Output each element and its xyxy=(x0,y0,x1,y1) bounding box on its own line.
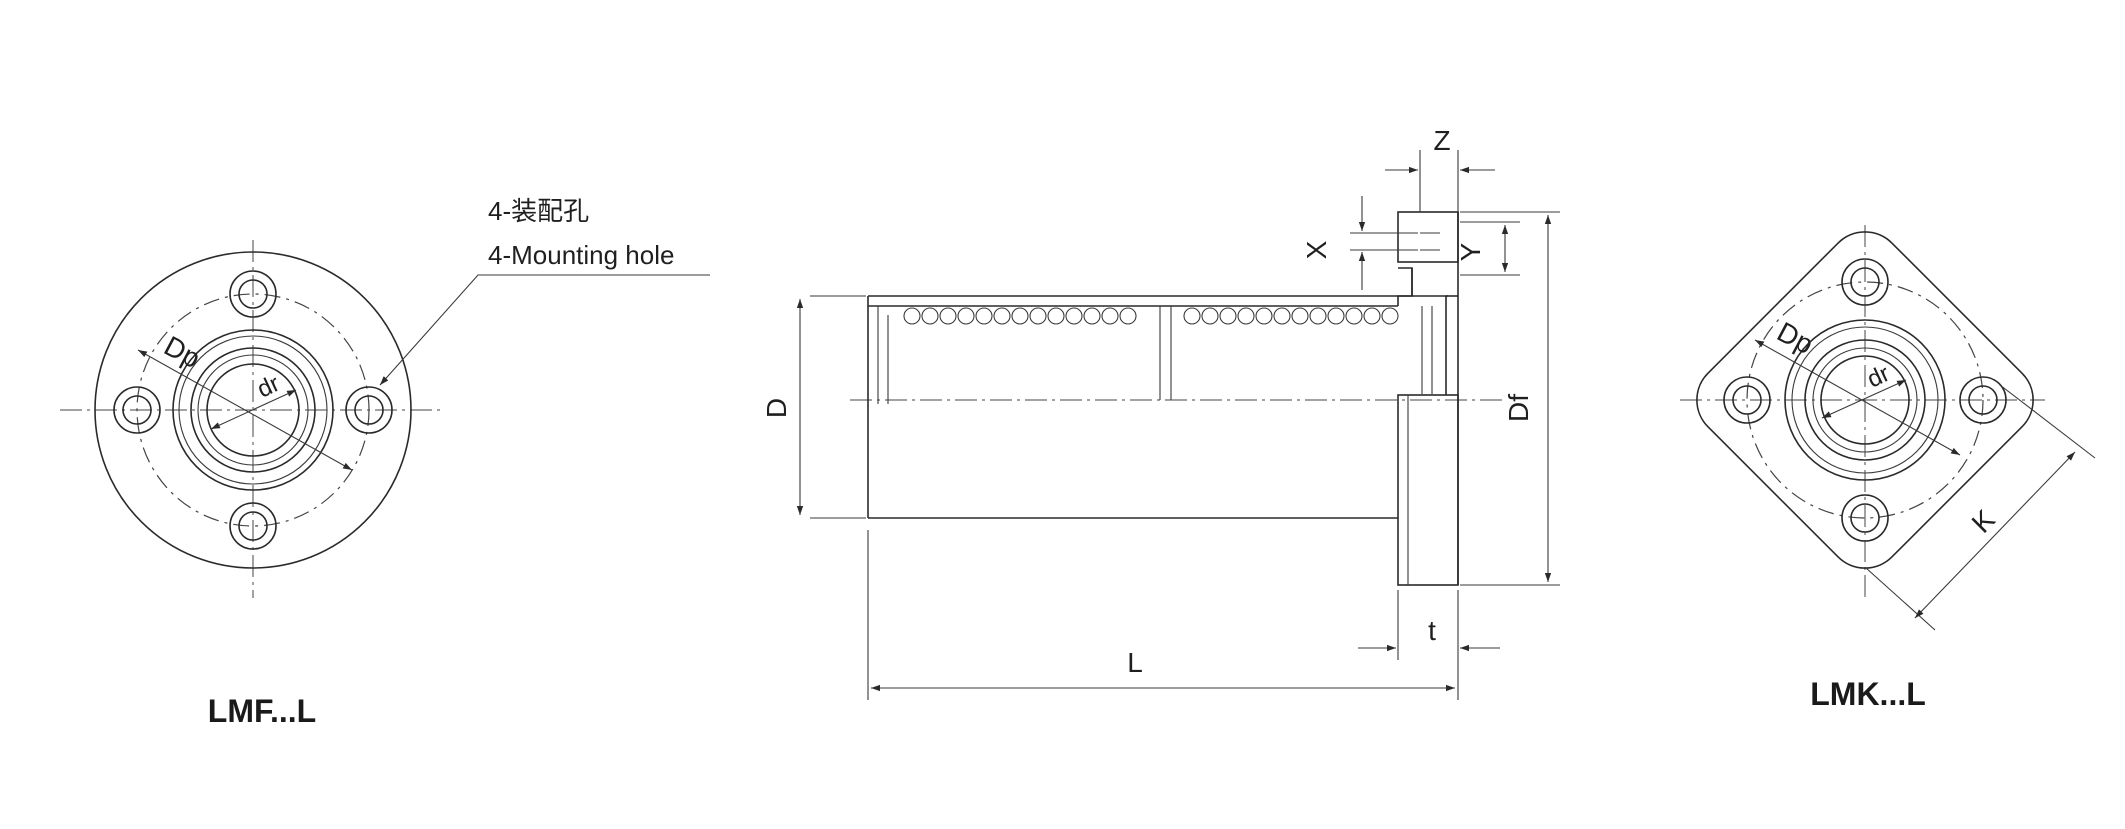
z-label: Z xyxy=(1433,125,1450,156)
ball-row xyxy=(903,307,1399,325)
mounting-hole-callout-en: 4-Mounting hole xyxy=(488,240,674,270)
dr-label: dr xyxy=(253,370,284,403)
t-label: t xyxy=(1428,615,1436,646)
lmk-front-view: Dp dr K LMK...L xyxy=(1680,225,2096,712)
lmf-front-view: Dp dr 4-装配孔 4-Mounting hole LMF...L xyxy=(60,196,710,729)
y-label: Y xyxy=(1455,242,1486,261)
mounting-hole-callout-cn: 4-装配孔 xyxy=(488,196,589,226)
lmk-title: LMK...L xyxy=(1810,676,1926,712)
lmf-title: LMF...L xyxy=(208,693,316,729)
dp-label: Dp xyxy=(159,330,205,374)
side-section-view: D Df L t Z X Y xyxy=(761,125,1560,700)
df-label: Df xyxy=(1503,394,1534,422)
x-label: X xyxy=(1301,240,1332,259)
dr-label: dr xyxy=(1863,360,1894,393)
l-label: L xyxy=(1127,647,1143,678)
d-label: D xyxy=(761,398,792,418)
